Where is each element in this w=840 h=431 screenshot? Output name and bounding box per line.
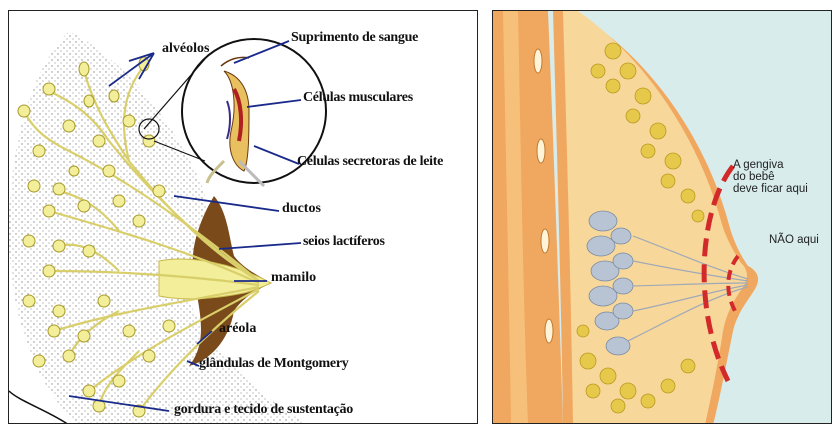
label-gordura-e-tecido: gordura e tecido de sustentação [174, 402, 353, 418]
label-suprimento-de-sangue: Suprimento de sangue [291, 30, 418, 46]
label-gengiva-2: do bebê [733, 171, 775, 183]
anatomy-diagram-panel: alvéolos Suprimento de sangue Células mu… [8, 10, 478, 424]
label-alveolos: alvéolos [162, 41, 209, 57]
label-celulas-secretoras: Células secretoras de leite [297, 154, 443, 170]
latch-illustration [493, 11, 832, 424]
label-gengiva-3: deve ficar aqui [733, 183, 808, 195]
label-ductos: ductos [282, 201, 321, 217]
label-seios-lactiferos: seios lactíferos [303, 234, 385, 250]
label-gengiva-1: A gengiva [733, 159, 784, 171]
label-mamilo: mamilo [271, 270, 316, 286]
label-glandulas-de-montgomery: glândulas de Montgomery [199, 356, 348, 372]
latch-diagram-panel: A gengiva do bebê deve ficar aqui NÃO aq… [492, 10, 832, 424]
label-nao-aqui: NÃO aqui [769, 234, 819, 246]
label-celulas-musculares: Células musculares [303, 90, 413, 106]
label-areola: aréola [219, 321, 256, 337]
